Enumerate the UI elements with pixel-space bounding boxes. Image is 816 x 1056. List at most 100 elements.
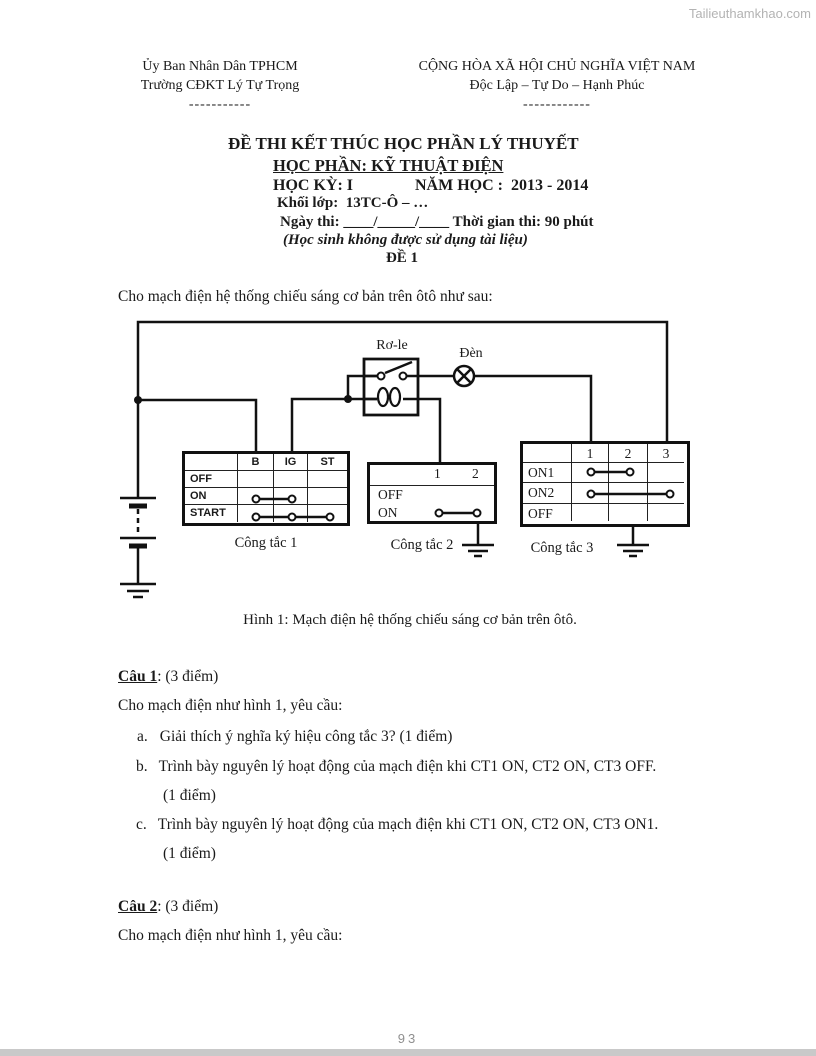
question2-label: Câu 2	[118, 898, 158, 915]
switch3-caption: Công tắc 3	[530, 540, 594, 556]
watermark: Tailieuthamkhao.com	[688, 6, 811, 21]
switch1-row-start: START	[185, 505, 238, 522]
switch1-cell	[274, 488, 308, 505]
question1-item-c: c. Trình bày nguyên lý hoạt động của mạch…	[136, 816, 658, 834]
switch3-cell	[648, 463, 684, 483]
switch1-cell	[238, 488, 274, 505]
switch3-row-on2: ON2	[523, 483, 572, 504]
semester: HỌC KỲ: I	[273, 177, 353, 194]
bottom-scan-edge	[0, 1049, 816, 1056]
question1-intro: Cho mạch điện như hình 1, yêu cầu:	[118, 697, 343, 714]
switch1-header-b: B	[238, 454, 274, 471]
intro-sentence: Cho mạch điện hệ thống chiếu sáng cơ bản…	[118, 288, 493, 305]
switch1-header-st: ST	[308, 454, 347, 471]
switch3-row-on1: ON1	[523, 463, 572, 483]
switch1-cell	[274, 471, 308, 488]
lamp-icon	[454, 366, 474, 386]
item-b-text: Trình bày nguyên lý hoạt động của mạch đ…	[158, 758, 657, 775]
no-materials-note: (Học sinh không được sử dụng tài liệu)	[283, 232, 528, 248]
junction-dot	[344, 395, 352, 403]
switch3-cell	[609, 463, 648, 483]
switch1-header-blank	[185, 454, 238, 471]
question2-heading: Câu 2: (3 điểm)	[118, 898, 218, 916]
switch3-cell	[609, 504, 648, 521]
switch1-cell	[238, 471, 274, 488]
switch3-cell	[572, 504, 609, 521]
item-a-text: Giải thích ý nghĩa ký hiệu công tắc 3? (…	[159, 728, 453, 745]
question1-item-b: b. Trình bày nguyên lý hoạt động của mạch…	[136, 758, 656, 776]
switch3-table: 1 2 3 ON1 ON2 OFF	[520, 441, 690, 527]
lamp-label: Đèn	[459, 346, 483, 361]
school-year: NĂM HỌC : 2013 - 2014	[415, 177, 589, 194]
question1-item-b-note: (1 điểm)	[163, 787, 216, 804]
relay-coil	[390, 388, 400, 406]
switch2-header-1: 1	[434, 466, 441, 481]
wire-to-terminal-b	[138, 400, 256, 452]
swit3-cell	[572, 483, 609, 504]
question2-points: : (3 điểm)	[157, 898, 219, 915]
battery-icon	[120, 498, 156, 584]
switch2-header-2: 2	[472, 466, 479, 481]
switch1-caption: Công tắc 1	[234, 535, 298, 551]
switch3-row-off: OFF	[523, 504, 572, 521]
switch2-table: 1 2 OFF ON	[367, 462, 497, 524]
junction-dot	[134, 396, 142, 404]
page-number: 93	[397, 1031, 419, 1046]
item-a-marker: a.	[137, 728, 148, 745]
junction-dots	[134, 395, 352, 404]
figure-caption: Hình 1: Mạch điện hệ thống chiếu sáng cơ…	[243, 612, 577, 628]
switch2-row-off: OFF	[378, 487, 403, 502]
switch1-cell	[274, 505, 308, 522]
question1-heading: Câu 1: (3 điểm)	[118, 668, 218, 686]
relay-icon	[364, 359, 418, 415]
switch3-header-3: 3	[648, 444, 684, 463]
switch3-header-blank	[523, 444, 572, 463]
switch3-cell	[572, 463, 609, 483]
subject-line: HỌC PHẦN: KỸ THUẬT ĐIỆN	[273, 156, 504, 175]
switch3-cell	[648, 504, 684, 521]
header-left-divider: -----------	[188, 97, 252, 112]
wire-coil-to-switch2	[403, 399, 440, 463]
item-c-text: Trình bày nguyên lý hoạt động của mạch đ…	[157, 816, 659, 833]
wire-to-contact	[348, 376, 378, 399]
wire-ig-to-coil	[292, 399, 377, 452]
question1-points: : (3 điểm)	[157, 668, 219, 685]
exam-title: ĐỀ THI KẾT THÚC HỌC PHẦN LÝ THUYẾT	[228, 134, 579, 153]
ground-icon-battery	[120, 584, 156, 597]
switch1-row-on: ON	[185, 488, 238, 505]
header-right-line1: CỘNG HÒA XÃ HỘI CHỦ NGHĨA VIỆT NAM	[418, 59, 696, 74]
question2-intro: Cho mạch điện như hình 1, yêu cầu:	[118, 927, 343, 944]
date-duration-line: Ngày thi: ____/_____/____ Thời gian thi:…	[280, 214, 594, 230]
switch3-cell	[648, 483, 684, 504]
header-left-line2: Trường CĐKT Lý Tự Trọng	[140, 78, 300, 93]
relay-coil	[378, 388, 388, 406]
switch2-row-on: ON	[378, 505, 398, 520]
header-right: CỘNG HÒA XÃ HỘI CHỦ NGHĨA VIỆT NAM Độc L…	[398, 57, 716, 114]
switch1-table: B IG ST OFF ON START	[182, 451, 350, 526]
item-c-marker: c.	[136, 816, 147, 833]
question1-item-a: a. Giải thích ý nghĩa ký hiệu công tắc 3?…	[137, 728, 452, 746]
switch3-header-1: 1	[572, 444, 609, 463]
question1-item-c-note: (1 điểm)	[163, 845, 216, 862]
header-left: Ủy Ban Nhân Dân TPHCM Trường CĐKT Lý Tự …	[90, 57, 350, 114]
question1-label: Câu 1	[118, 668, 158, 685]
switch3-cell	[609, 483, 648, 504]
switch1-cell	[238, 505, 274, 522]
relay-label: Rơ-le	[376, 338, 408, 353]
header-right-line2: Độc Lập – Tự Do – Hạnh Phúc	[469, 78, 645, 93]
switch1-row-off: OFF	[185, 471, 238, 488]
wire-lamp-to-switch3	[474, 376, 591, 442]
exam-code: ĐỀ 1	[385, 250, 419, 266]
switch1-cell	[308, 505, 347, 522]
item-b-marker: b.	[136, 758, 148, 775]
relay-contact-arm	[385, 362, 412, 373]
switch3-header-2: 2	[609, 444, 648, 463]
switch1-cell	[308, 488, 347, 505]
switch1-header-ig: IG	[274, 454, 308, 471]
header-right-divider: ------------	[523, 97, 591, 112]
switch1-cell	[308, 471, 347, 488]
header-left-line1: Ủy Ban Nhân Dân TPHCM	[142, 59, 298, 74]
semester-line: HỌC KỲ: I NĂM HỌC : 2013 - 2014	[273, 177, 588, 195]
switch2-caption: Công tắc 2	[390, 537, 454, 553]
